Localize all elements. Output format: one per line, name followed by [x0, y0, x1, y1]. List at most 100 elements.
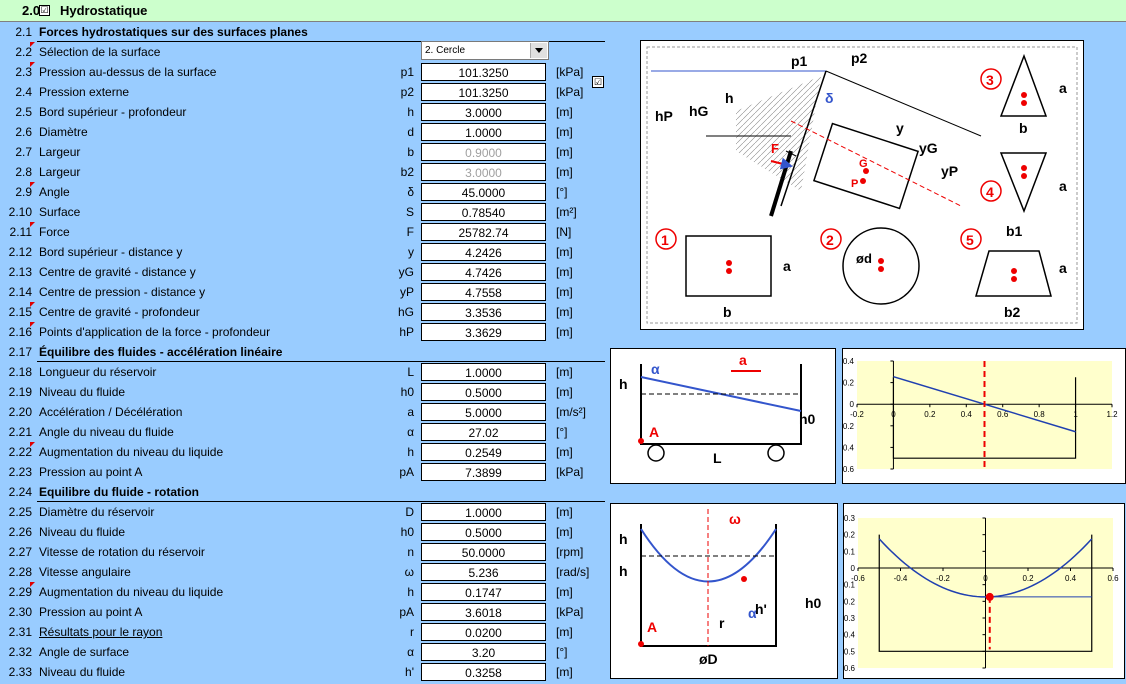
x-tick-label: 0.8 [1034, 410, 1046, 419]
chart-rotation-svg: -0.6-0.4-0.200.20.40.60.30.20.10-0.1-0.2… [841, 514, 1119, 673]
row-label: Angle de surface [39, 645, 130, 659]
svg-text:h: h [725, 90, 734, 106]
row-number: 2.17 [8, 345, 32, 359]
svg-text:2: 2 [826, 232, 834, 248]
row-label: Diamètre du réservoir [39, 505, 155, 519]
data-point [985, 592, 994, 601]
row-symbol: hP [399, 325, 414, 339]
row-value-input[interactable]: 0.2549 [421, 443, 546, 461]
row-number: 2.2 [15, 45, 32, 59]
row-label: Niveau du fluide [39, 665, 126, 679]
row-value-input[interactable]: 3.3536 [421, 303, 546, 321]
row-number: 2.10 [8, 205, 32, 219]
row-symbol: yP [399, 285, 414, 299]
row-value-input[interactable]: 5.0000 [421, 403, 546, 421]
row-label: Angle du niveau du fluide [39, 425, 174, 439]
row-unit: [m] [556, 125, 573, 139]
row-value-input[interactable]: 25782.74 [421, 223, 546, 241]
row-value-input[interactable]: 101.3250 [421, 83, 546, 101]
row-value-input[interactable]: 3.0000 [421, 103, 546, 121]
row-label: Pression au-dessus de la surface [39, 65, 217, 79]
row-label: Augmentation du niveau du liquide [39, 445, 224, 459]
row-number: 2.7 [15, 145, 32, 159]
row-value-input[interactable]: 3.6018 [421, 603, 546, 621]
row-value-input[interactable]: 0.9000 [421, 143, 546, 161]
y-tick-label: -0.1 [844, 581, 856, 590]
section-checkbox[interactable]: ☑ [39, 5, 50, 16]
svg-text:a: a [783, 258, 791, 274]
section-number: 2.0 [22, 3, 41, 18]
row-unit: [m] [556, 445, 573, 459]
row-symbol: y [408, 245, 414, 259]
row-value-input[interactable]: 4.7558 [421, 283, 546, 301]
y-tick-label: -0.6 [843, 465, 855, 474]
row-symbol: ω [404, 565, 414, 579]
row-number: 2.19 [8, 385, 32, 399]
svg-text:a: a [1059, 178, 1067, 194]
row-number: 2.32 [8, 645, 32, 659]
svg-text:h': h' [755, 601, 767, 617]
row-value-input[interactable]: 0.3258 [421, 663, 546, 681]
row-value-input[interactable]: 0.1747 [421, 583, 546, 601]
row-unit: [m] [556, 665, 573, 679]
row-number: 2.4 [15, 85, 32, 99]
row-value-input[interactable]: 5.236 [421, 563, 546, 581]
y-tick-label: -0.6 [844, 664, 856, 673]
row-label: Bord supérieur - profondeur [39, 105, 187, 119]
comment-marker [30, 182, 35, 187]
section-row: 2.17 Équilibre des fluides - accélération… [0, 342, 605, 362]
surface-select[interactable]: 2. Cercle [421, 41, 549, 60]
row-value-input[interactable]: 1.0000 [421, 123, 546, 141]
row-unit: [m/s²] [556, 405, 586, 419]
row-value-input[interactable]: 4.7426 [421, 263, 546, 281]
row-value-input[interactable]: 1.0000 [421, 503, 546, 521]
row-value-input[interactable]: 4.2426 [421, 243, 546, 261]
chart-linear-acceleration: -0.200.20.40.60.811.20.40.20-0.2-0.4-0.6 [840, 348, 1126, 484]
x-tick-label: 0.4 [961, 410, 973, 419]
row-value-input[interactable]: 27.02 [421, 423, 546, 441]
y-tick-label: 0 [851, 564, 856, 573]
row-label: Équilibre des fluides - accélération lin… [39, 345, 283, 359]
row-number: 2.11 [9, 225, 32, 239]
svg-text:hG: hG [689, 103, 709, 119]
row-value-input[interactable]: 0.0200 [421, 623, 546, 641]
row-value-input[interactable]: 0.5000 [421, 523, 546, 541]
row-value-input[interactable]: 0.5000 [421, 383, 546, 401]
row-value-input[interactable]: 3.20 [421, 643, 546, 661]
row-unit: [m] [556, 365, 573, 379]
plane-surface-diagram: p1 p2 hP hG h δ y yG yP F G P 3 a b 4 a … [640, 40, 1084, 330]
row-symbol: L [407, 365, 414, 379]
row-unit: [N] [556, 225, 572, 239]
row-value-input[interactable]: 50.0000 [421, 543, 546, 561]
section-divider [37, 501, 605, 502]
section-divider [37, 41, 605, 42]
chevron-down-icon[interactable] [530, 43, 547, 58]
row-label: Surface [39, 205, 81, 219]
pressure-checkbox[interactable]: ☑ [592, 76, 604, 88]
svg-text:ω: ω [729, 511, 741, 527]
tank-outline [892, 377, 1077, 459]
row-label: Pression au point A [39, 605, 143, 619]
row-unit: [kPa] [556, 65, 584, 79]
row-value-input[interactable]: 1.0000 [421, 363, 546, 381]
row-symbol: h [407, 105, 414, 119]
row-value-input[interactable]: 7.3899 [421, 463, 546, 481]
y-tick-label: -0.2 [844, 597, 856, 606]
row-label: Points d'application de la force - profo… [39, 325, 271, 339]
row-value-input[interactable]: 3.0000 [421, 163, 546, 181]
chart-rotation: -0.6-0.4-0.200.20.40.60.30.20.10-0.1-0.2… [841, 503, 1125, 679]
row-value-input[interactable]: 3.3629 [421, 323, 546, 341]
row-value-input[interactable]: 0.78540 [421, 203, 546, 221]
comment-marker [30, 302, 35, 307]
chart-linear-svg: -0.200.20.40.60.811.20.40.20-0.2-0.4-0.6 [840, 357, 1118, 474]
row-value-input[interactable]: 45.0000 [421, 183, 546, 201]
svg-text:øD: øD [699, 651, 718, 667]
row-value-input[interactable]: 101.3250 [421, 63, 546, 81]
row-label: Vitesse angulaire [39, 565, 131, 579]
